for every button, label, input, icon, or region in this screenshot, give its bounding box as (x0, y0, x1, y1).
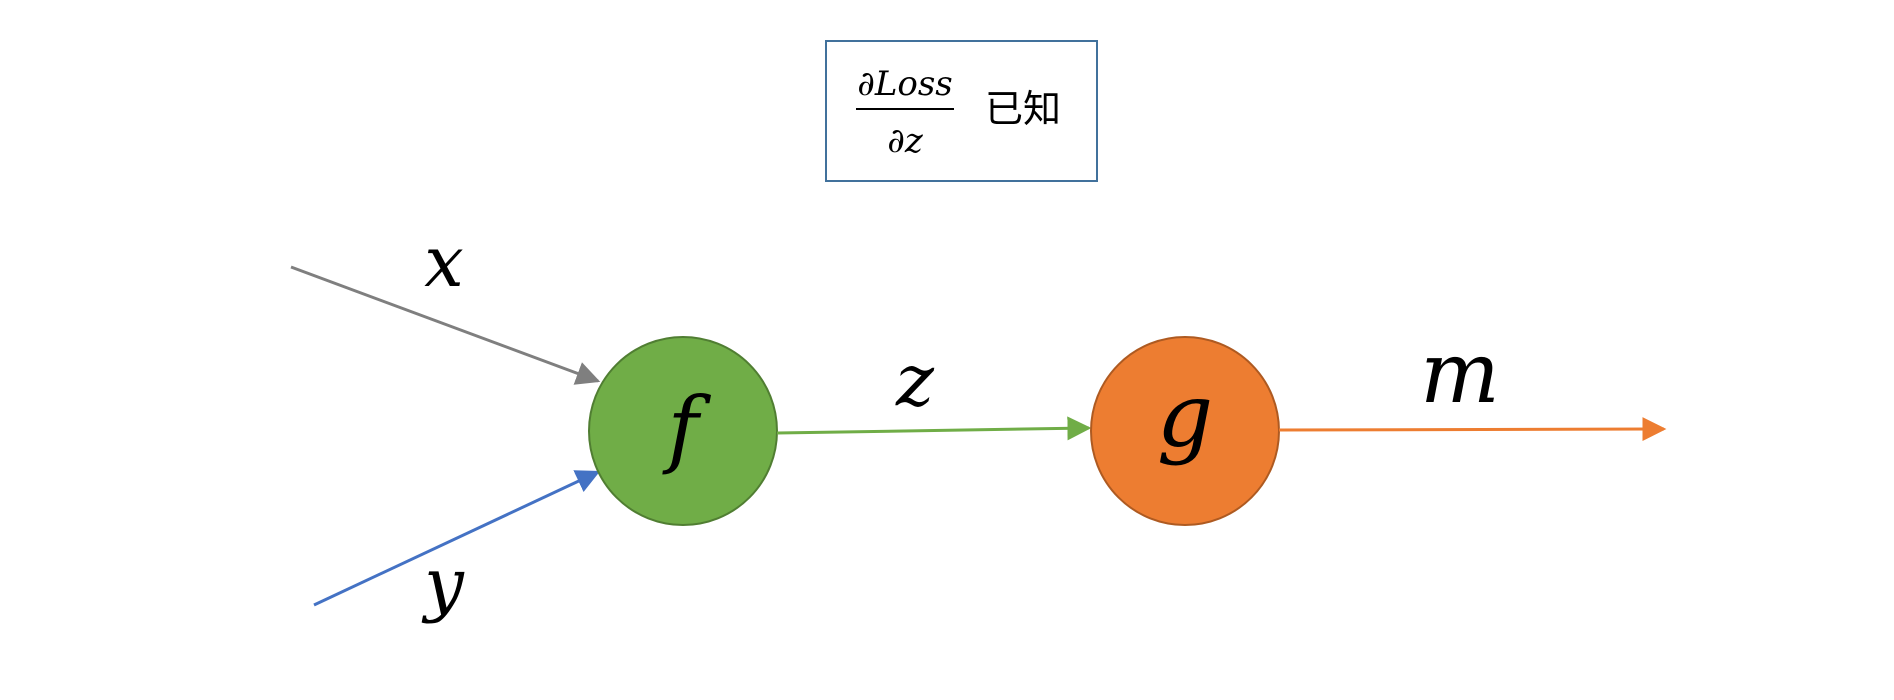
edge-y-label: y (421, 543, 465, 625)
node-g-label: g (1157, 364, 1213, 467)
fraction-numerator: ∂Loss (857, 64, 953, 104)
edge-x (290, 265, 601, 385)
edge-y (313, 470, 601, 607)
known-gradient-box: ∂Loss ∂z 已知 (825, 40, 1098, 182)
edge-z (776, 416, 1092, 441)
edge-z-label: z (895, 338, 935, 422)
node-g (1090, 336, 1280, 526)
edge-x-label: x (424, 221, 463, 303)
edge-m-label: m (1420, 324, 1500, 422)
known-label: 已知 (985, 87, 1061, 131)
known-box-frame (825, 40, 1098, 182)
edge-m (1278, 417, 1667, 442)
fraction-denominator: ∂z (887, 121, 924, 161)
node-f (588, 336, 778, 526)
